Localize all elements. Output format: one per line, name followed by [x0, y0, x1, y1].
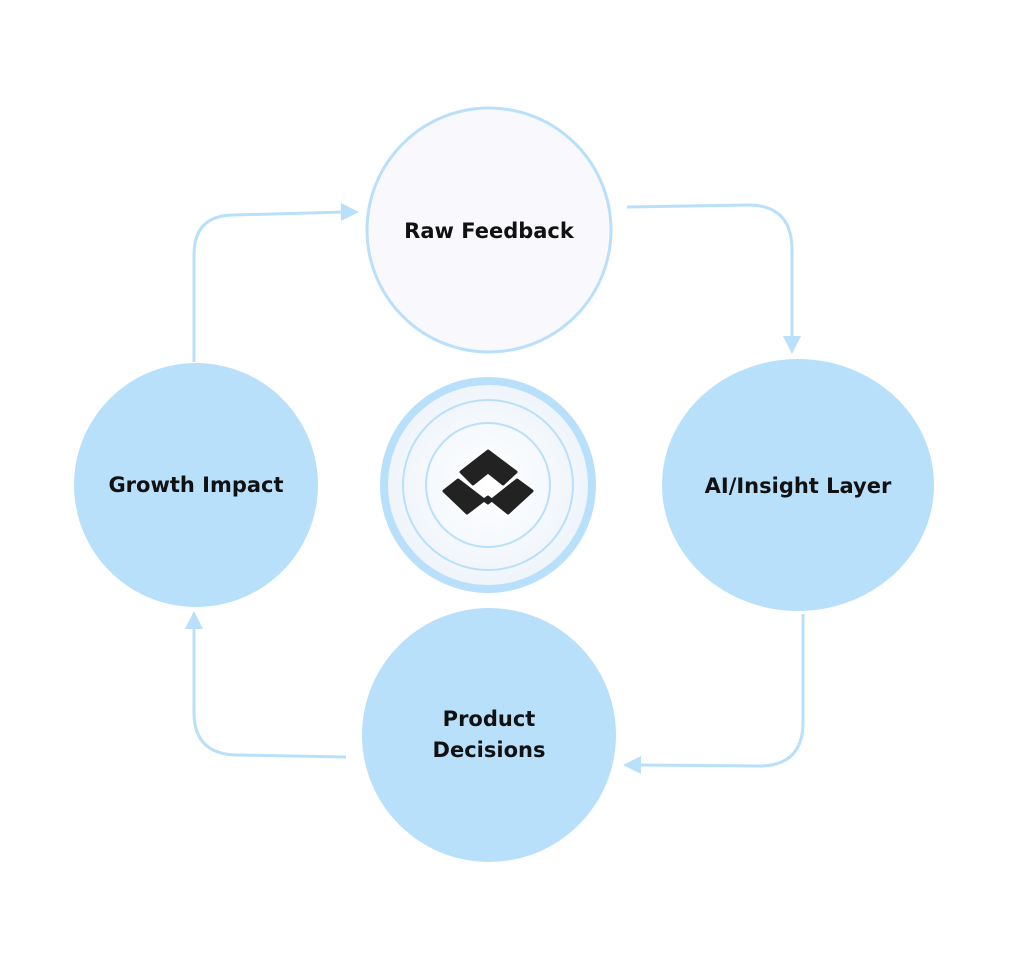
connector-ai-to-product: [623, 614, 805, 774]
node-raw-feedback: Raw Feedback: [365, 106, 613, 354]
node-label: Decisions: [433, 738, 546, 762]
node-label: Product: [443, 707, 536, 731]
node-label: Raw Feedback: [404, 219, 575, 243]
node-product-decisions: Product Decisions: [362, 608, 616, 862]
w-logo-icon: [442, 449, 534, 515]
connector-growth-to-raw: [192, 203, 359, 362]
node-ai-insight-layer: AI/Insight Layer: [662, 359, 934, 611]
node-growth-impact: Growth Impact: [74, 363, 318, 607]
center-logo-badge: [380, 377, 596, 593]
node-label: AI/Insight Layer: [705, 474, 892, 498]
connector-product-to-growth: [185, 611, 347, 759]
node-label: Growth Impact: [108, 473, 283, 497]
connector-raw-to-ai: [626, 203, 801, 354]
